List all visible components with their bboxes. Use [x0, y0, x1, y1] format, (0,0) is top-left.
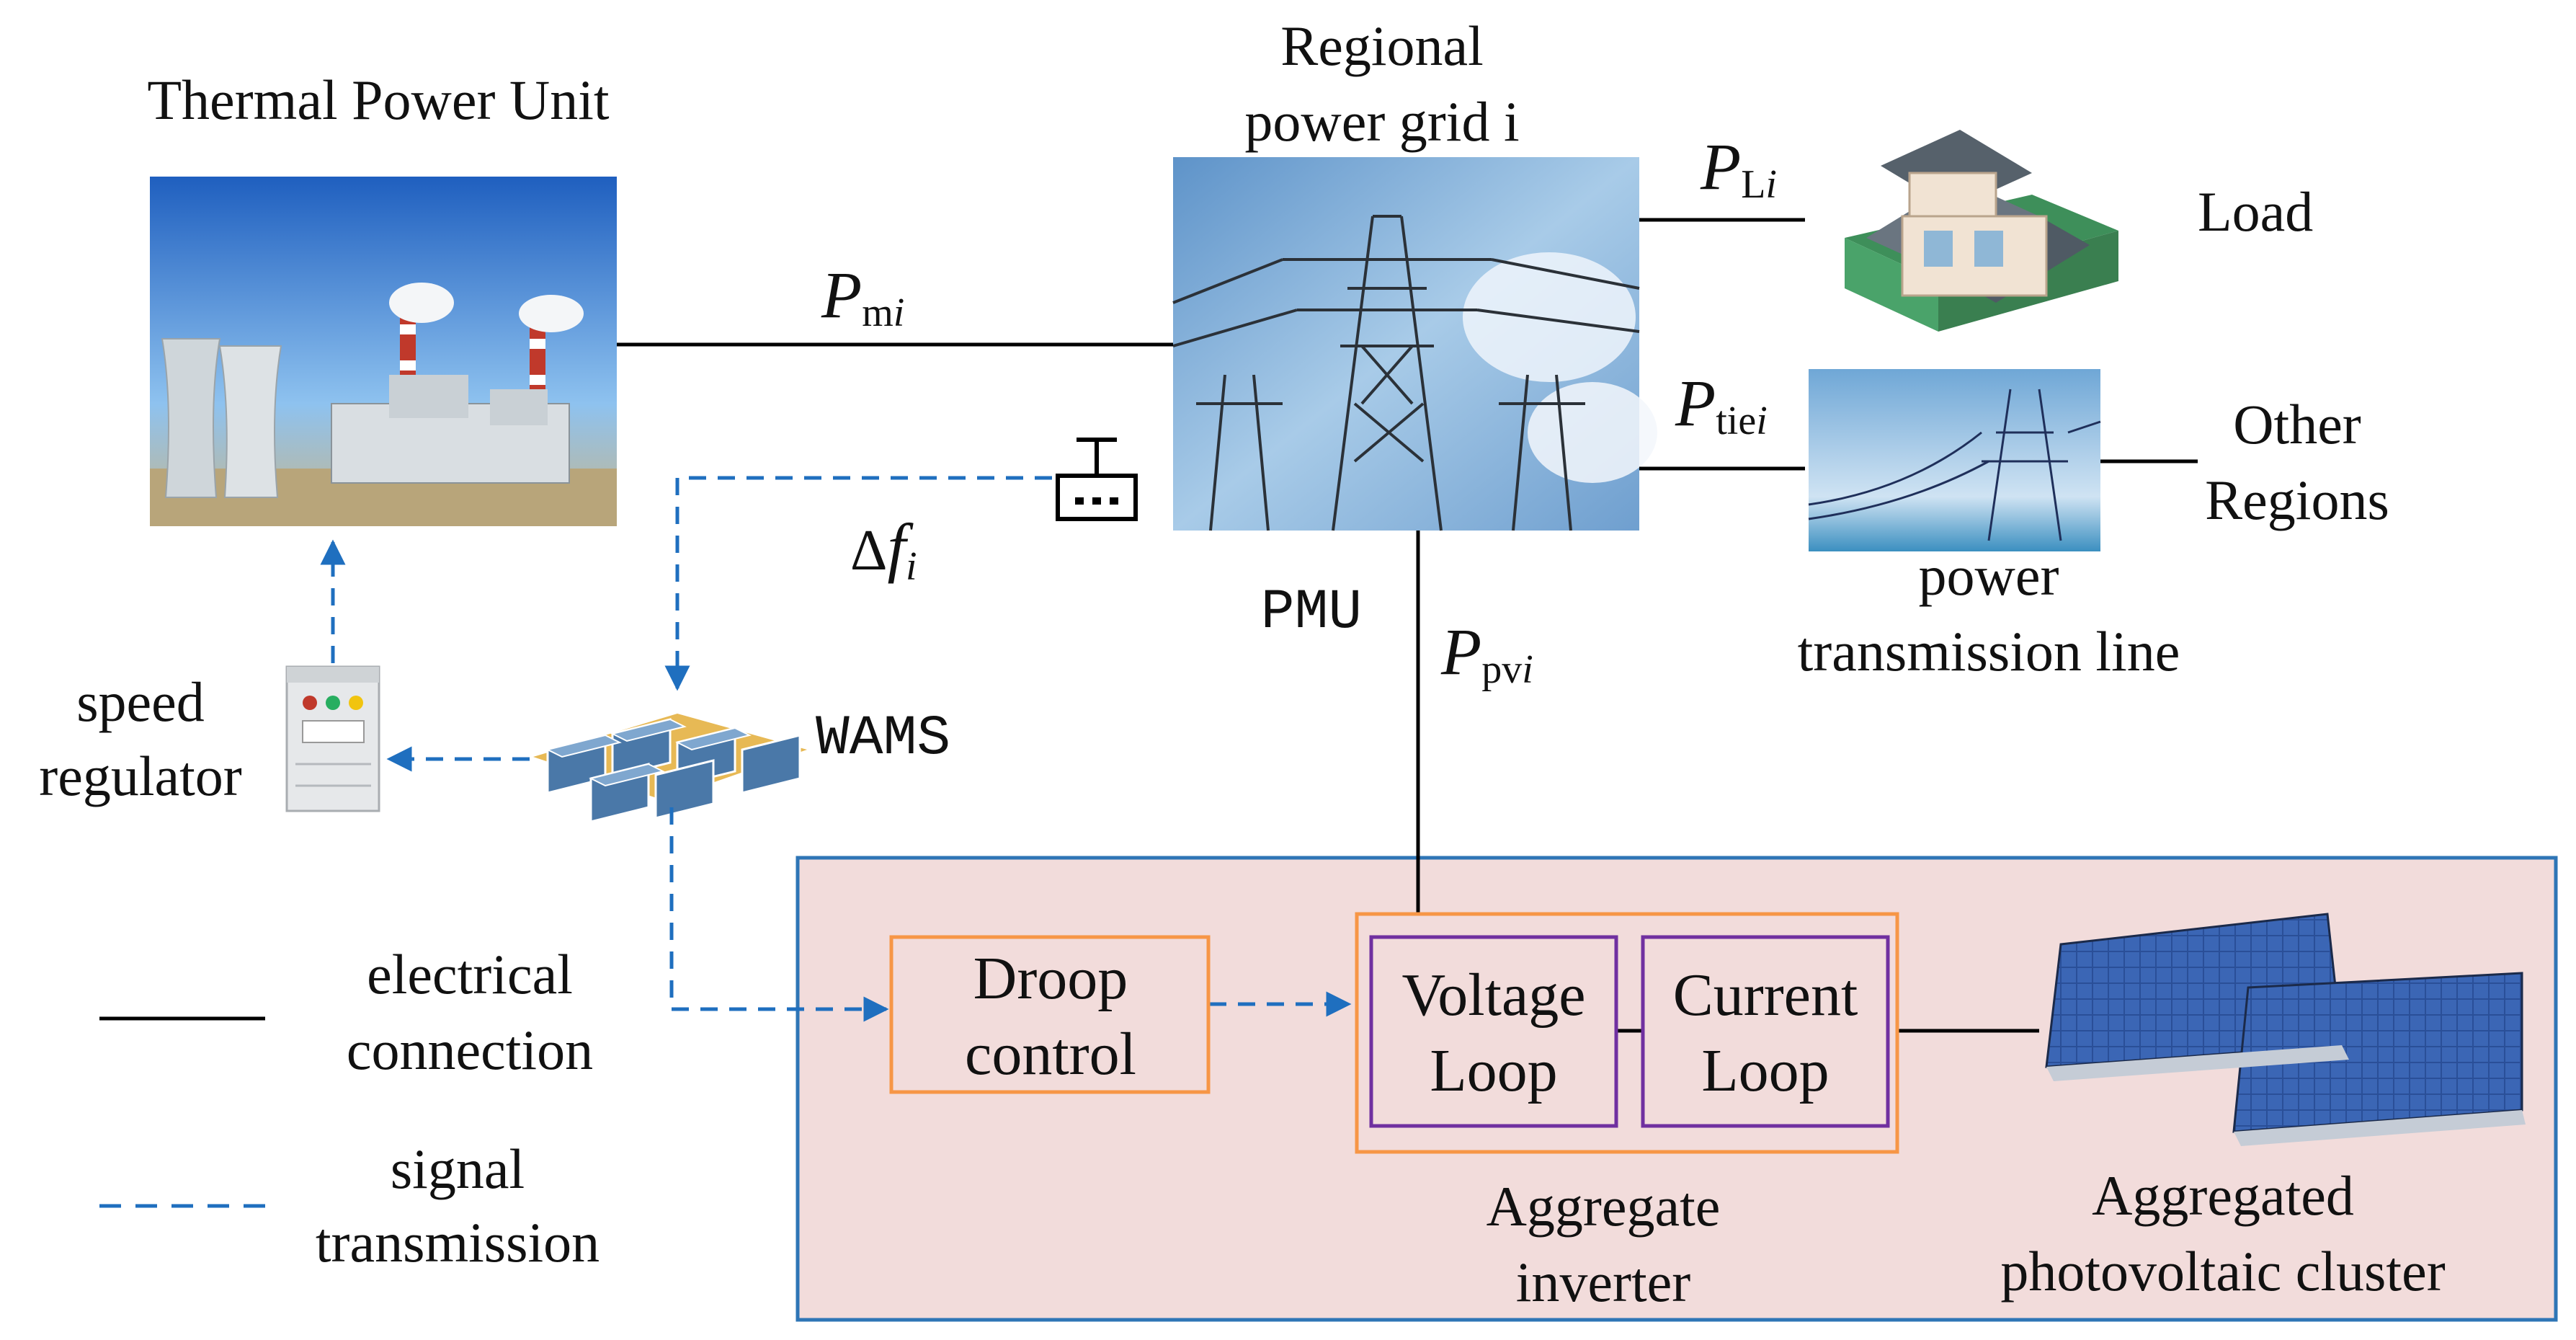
pl-symbol: PLi — [1700, 130, 1777, 207]
wams-label: WAMS — [816, 707, 950, 771]
ppv-symbol: Ppvi — [1440, 615, 1533, 692]
current-loop-label-line2: Loop — [1701, 1037, 1829, 1104]
house-icon — [1845, 130, 2118, 332]
aggregate-inverter-block — [1355, 912, 1899, 1154]
delta-f-symbol: Δfi — [850, 510, 917, 589]
legend-signal-label-line1: signal — [391, 1137, 525, 1200]
regional-grid-label-line2: power grid i — [1244, 90, 1519, 153]
current-loop-label-line1: Current — [1673, 962, 1858, 1029]
droop-control-label-line2: control — [965, 1021, 1136, 1088]
pv-cluster-label-line2: photovoltaic cluster — [2000, 1240, 2445, 1303]
speed-regulator-label-line2: regulator — [39, 745, 242, 807]
signal-connections — [320, 476, 1352, 1022]
tx-line-label-line2: transmission line — [1798, 620, 2180, 683]
pmu-label: PMU — [1261, 581, 1362, 644]
other-regions-label-line1: Other — [2233, 393, 2361, 456]
aggregate-inverter-label-line1: Aggregate — [1487, 1175, 1721, 1238]
server-cluster-icon — [533, 714, 807, 823]
control-cabinet-icon — [285, 665, 380, 812]
load-label: Load — [2198, 180, 2313, 243]
legend-signal-label-line2: transmission — [316, 1211, 600, 1274]
pv-cluster-label-line1: Aggregated — [2092, 1164, 2354, 1227]
speed-regulator-label-line1: speed — [76, 670, 205, 733]
regional-grid-label-line1: Regional — [1280, 14, 1484, 77]
droop-control-block — [889, 935, 1211, 1094]
pmu-device-icon — [1056, 438, 1138, 521]
thermal-power-plant-image — [150, 177, 617, 526]
tx-line-label-line1: power — [1919, 544, 2059, 607]
thermal-unit-label: Thermal Power Unit — [147, 68, 610, 131]
voltage-loop-block — [1369, 935, 1618, 1128]
current-loop-block — [1641, 935, 1890, 1128]
solar-panel-array-icon — [2045, 913, 2526, 1146]
legend-electrical-label-line2: connection — [347, 1019, 593, 1081]
ptie-symbol: Ptiei — [1675, 366, 1768, 443]
legend-electrical-label-line1: electrical — [367, 943, 573, 1006]
voltage-loop-label-line1: Voltage — [1401, 962, 1585, 1029]
aggregate-inverter-label-line2: inverter — [1516, 1251, 1691, 1313]
transmission-line-image — [1808, 369, 2101, 551]
droop-control-label-line1: Droop — [973, 945, 1128, 1012]
electrical-connections — [617, 218, 2198, 1033]
pm-symbol: Pmi — [821, 258, 904, 335]
voltage-loop-label-line2: Loop — [1430, 1037, 1557, 1104]
transmission-tower-image — [1172, 157, 1657, 531]
other-regions-label-line2: Regions — [2205, 469, 2389, 531]
